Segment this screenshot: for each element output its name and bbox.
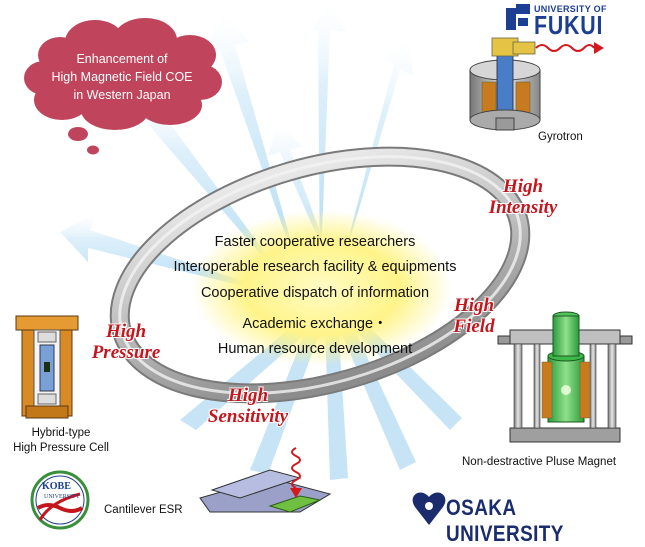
caption-pulse-magnet: Non-destractive Pluse Magnet bbox=[462, 456, 617, 468]
center-line-1: Faster cooperative researchers bbox=[214, 234, 416, 250]
caption-cantilever-esr: Cantilever ESR bbox=[104, 504, 183, 516]
kobe-logo-mark bbox=[30, 470, 90, 530]
label-high-intensity-line-1: High bbox=[502, 176, 544, 197]
center-line-4: Academic exchange・ bbox=[242, 316, 388, 332]
label-high-sensitivity-line-2: Sensitivity bbox=[207, 406, 289, 427]
label-high-pressure: High Pressure bbox=[76, 321, 176, 363]
kobe-logo-text: KOBE bbox=[42, 481, 71, 492]
center-glow bbox=[192, 210, 452, 366]
cloud-line-1: Enhancement of bbox=[76, 52, 168, 66]
kobe-logo-subtext: UNIVERSITY bbox=[44, 494, 80, 500]
pulse-magnet-illustration bbox=[497, 311, 633, 443]
cloud-line-3: in Western Japan bbox=[73, 88, 171, 102]
thought-cloud bbox=[24, 18, 222, 155]
fukui-logo-main-text: FUKUI bbox=[534, 10, 604, 40]
fukui-logo-top-text: UNIVERSITY OF bbox=[534, 4, 607, 14]
cloud-line-2: High Magnetic Field COE bbox=[51, 70, 193, 84]
center-line-3: Cooperative dispatch of information bbox=[200, 285, 430, 301]
cantilever-esr-illustration bbox=[199, 447, 332, 513]
label-high-pressure-line-1: High bbox=[105, 321, 147, 342]
label-high-field-line-2: Field bbox=[453, 316, 495, 337]
gyrotron-illustration bbox=[469, 37, 604, 131]
label-high-pressure-line-2: Pressure bbox=[91, 342, 161, 363]
grey-ring bbox=[109, 146, 531, 404]
pressure-cell-illustration bbox=[15, 315, 79, 419]
caption-pressure-cell: Hybrid-type High Pressure Cell bbox=[6, 426, 116, 456]
label-high-sensitivity: High Sensitivity bbox=[186, 385, 310, 427]
osaka-logo-text: OSAKA UNIVERSITY bbox=[446, 495, 564, 546]
label-high-sensitivity-line-1: High bbox=[227, 385, 269, 406]
caption-pressure-cell-line-1: Hybrid-type bbox=[31, 427, 91, 439]
center-line-5: Human resource development bbox=[217, 341, 413, 357]
caption-gyrotron: Gyrotron bbox=[538, 131, 583, 143]
cloud-message: Enhancement of High Magnetic Field COE i… bbox=[36, 50, 208, 104]
fukui-logo-mark bbox=[506, 4, 530, 30]
label-high-field-line-1: High bbox=[453, 295, 495, 316]
label-high-field: High Field bbox=[434, 295, 514, 337]
arrow-5 bbox=[335, 38, 414, 290]
label-high-intensity: High Intensity bbox=[478, 176, 568, 218]
caption-pressure-cell-line-2: High Pressure Cell bbox=[13, 442, 109, 454]
label-high-intensity-line-2: Intensity bbox=[488, 197, 558, 218]
arrow-1 bbox=[60, 212, 300, 300]
osaka-logo-mark bbox=[412, 492, 446, 525]
center-line-2: Interoperable research facility & equipm… bbox=[173, 259, 457, 275]
